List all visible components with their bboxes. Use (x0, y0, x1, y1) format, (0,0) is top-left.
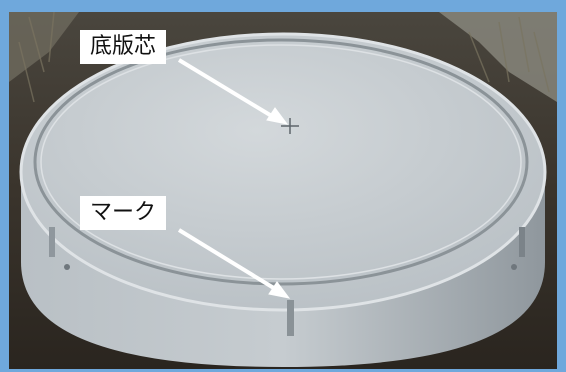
background-vegetation (439, 12, 557, 102)
slab-top (21, 34, 545, 310)
background-vegetation-left (9, 12, 79, 82)
photo-scene (9, 12, 557, 369)
photo-concrete-slab (9, 12, 557, 369)
slab-groove (33, 38, 529, 286)
edge-mark (287, 300, 294, 336)
center-label: 底版芯 (80, 30, 167, 64)
annotation-arrows (177, 58, 291, 299)
slab-rim (19, 32, 547, 312)
center-cross-mark (281, 118, 299, 134)
slab-groove-edge (40, 44, 522, 280)
side-bolt-left (64, 264, 70, 270)
grass-strokes (18, 12, 550, 103)
side-bolt-right (511, 264, 517, 270)
mark-label: マーク (80, 196, 167, 230)
side-notch-left (49, 227, 55, 257)
side-notch-right (519, 227, 525, 257)
